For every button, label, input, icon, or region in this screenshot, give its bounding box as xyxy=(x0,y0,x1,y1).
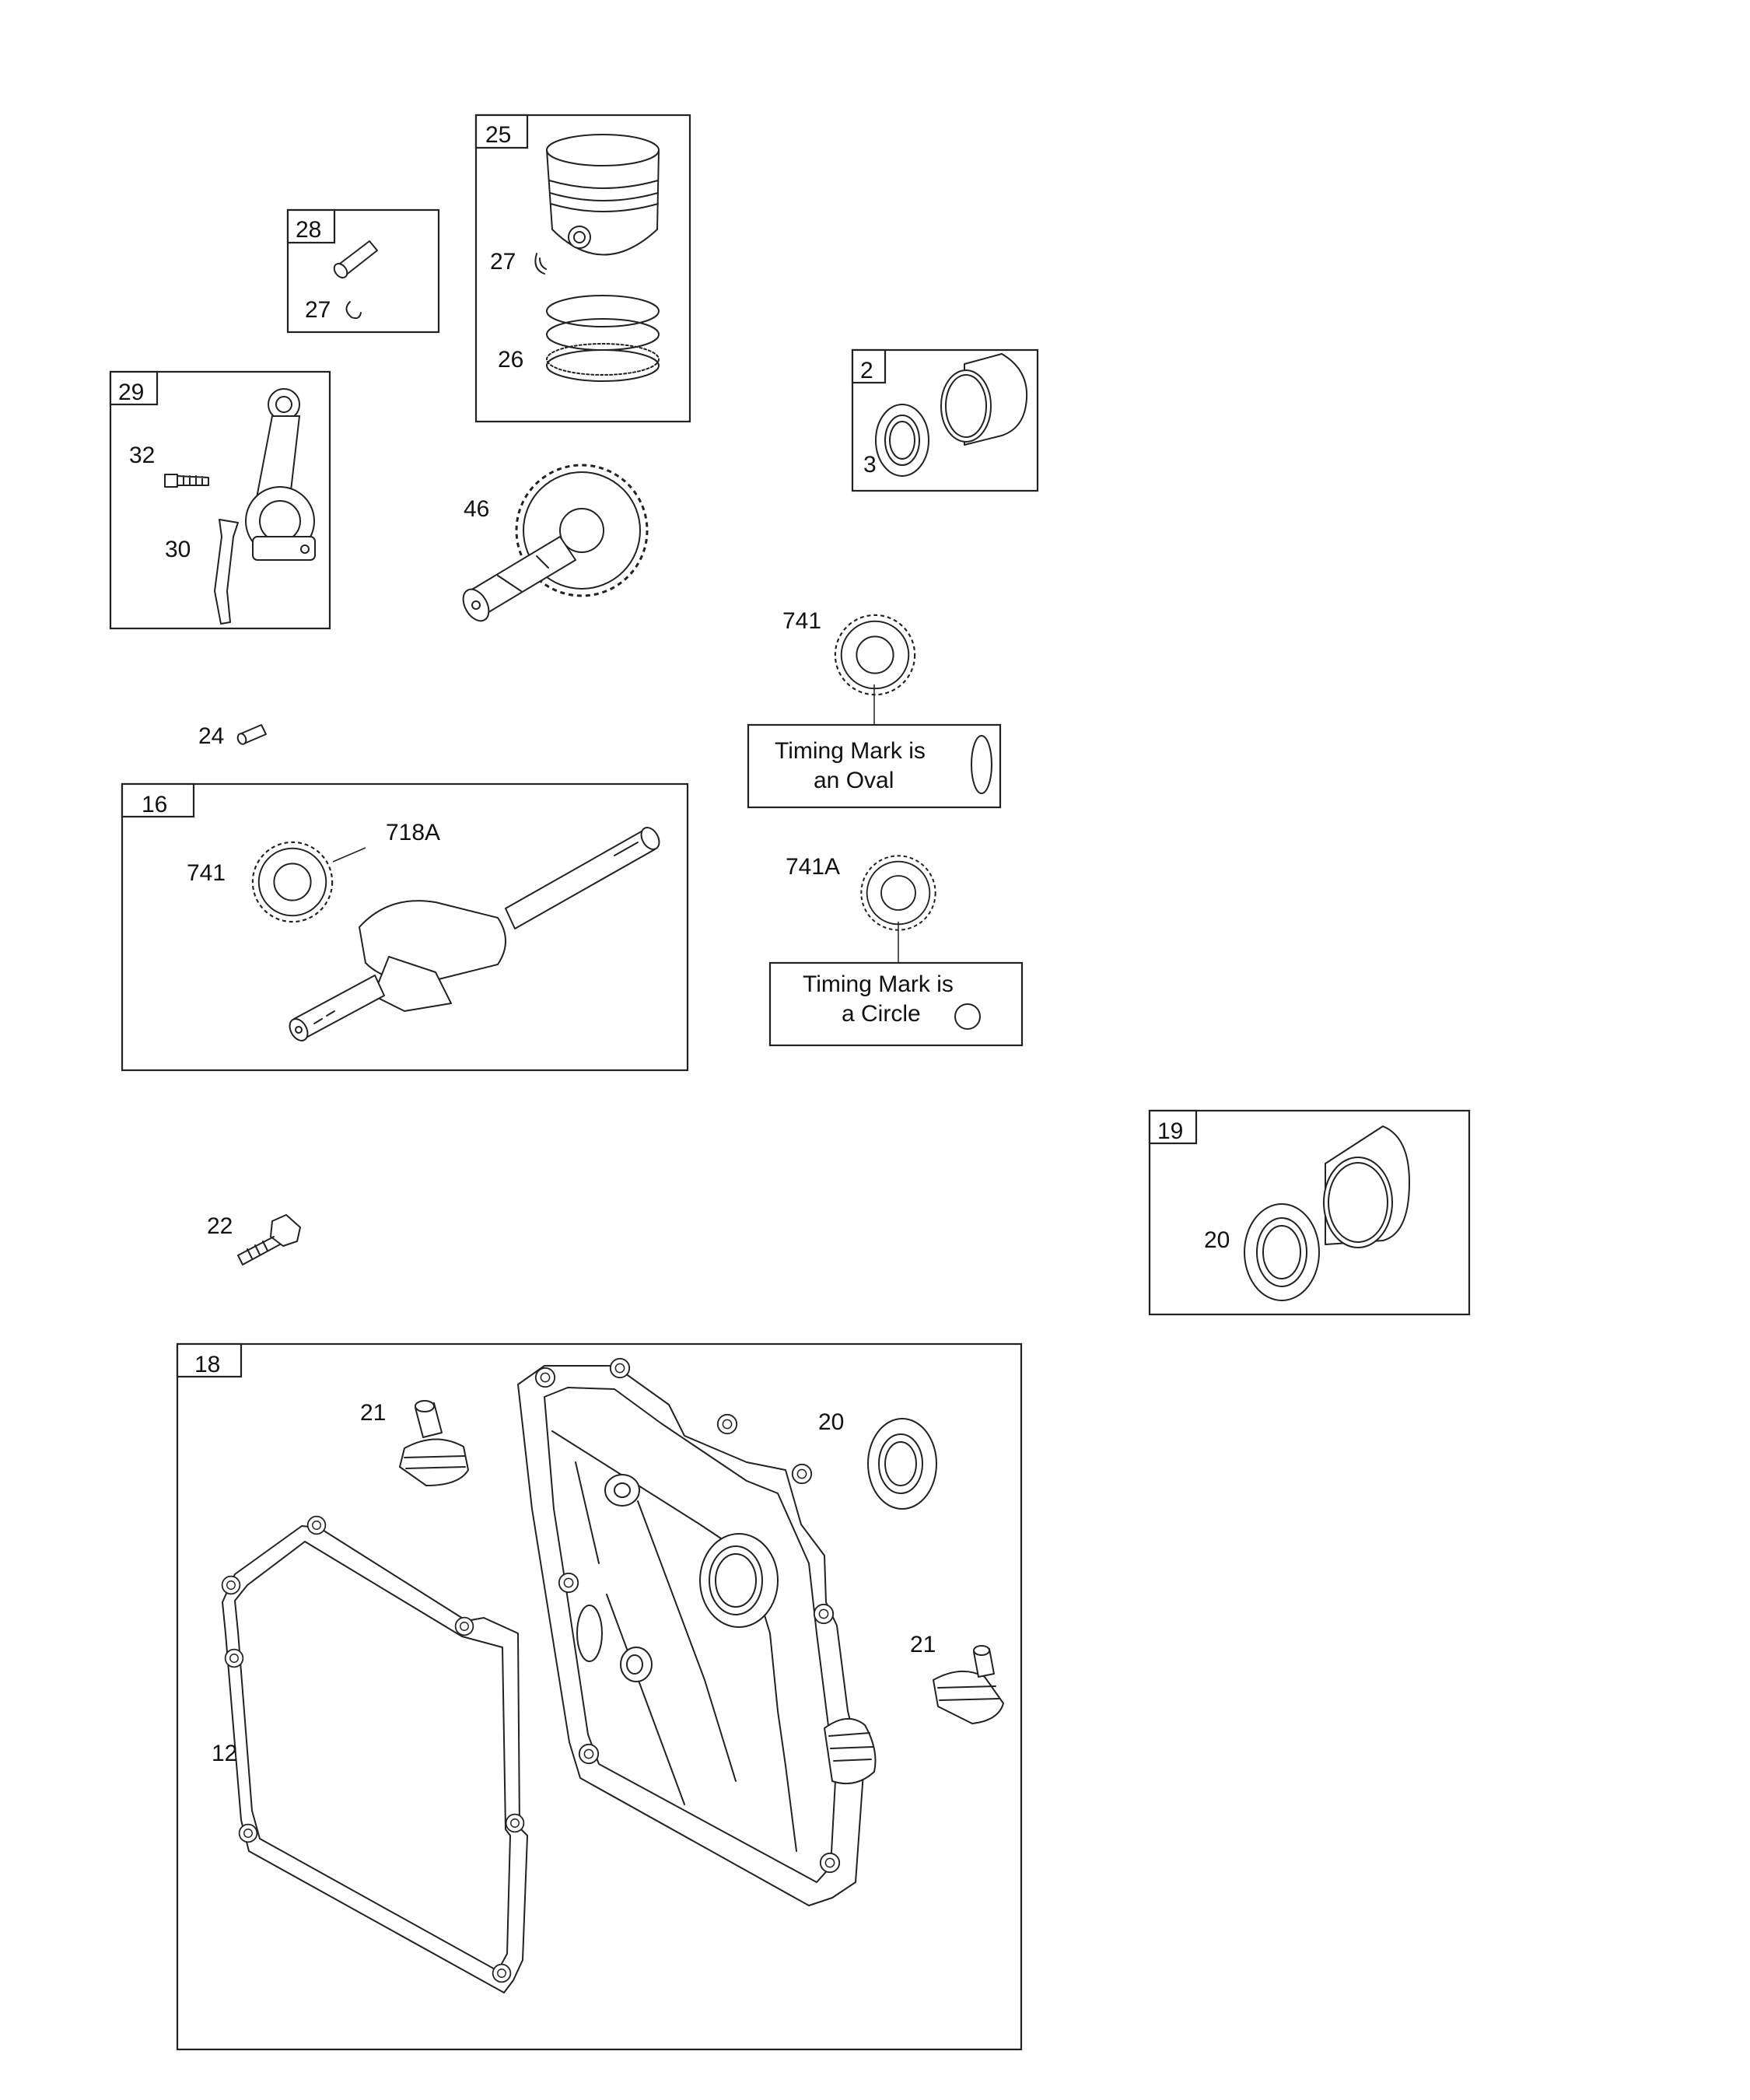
callout-30: 30 xyxy=(165,537,191,562)
oval-mark-icon xyxy=(971,735,992,794)
callout-741-top: 741 xyxy=(782,608,821,634)
callout-29: 29 xyxy=(118,380,144,405)
crankcase-cover-tag xyxy=(176,1342,243,1378)
crankshaft-part xyxy=(289,827,660,1041)
callout-21-b: 21 xyxy=(910,1632,936,1657)
oil-dipper-part xyxy=(214,519,239,625)
camshaft-part-group: 46 xyxy=(462,464,649,622)
callout-16: 16 xyxy=(142,792,167,817)
crankshaft-tag xyxy=(121,782,195,818)
crankcase-cover-group: 18 21 20 12 xyxy=(176,1342,1023,2051)
timing-note-oval-line1: Timing Mark is xyxy=(775,738,926,764)
pin-clip-part xyxy=(345,301,362,320)
callout-28: 28 xyxy=(296,217,321,243)
gasket-part xyxy=(221,1515,528,1993)
callout-22: 22 xyxy=(207,1213,233,1239)
piston-pin-part xyxy=(333,240,378,278)
bolt-part xyxy=(237,1214,301,1265)
timing-note-circle-box xyxy=(768,961,1024,1047)
callout-2: 2 xyxy=(860,358,873,383)
bearing-seal-tag xyxy=(851,348,887,384)
piston-pin-group: 28 27 xyxy=(286,208,440,334)
crank-gear-741-part xyxy=(251,841,334,923)
piston-clip-part xyxy=(534,253,547,275)
connecting-rod-group: 29 32 30 xyxy=(109,370,331,630)
dowel-pin-part xyxy=(236,724,267,745)
seal-20-part xyxy=(1244,1203,1320,1301)
piston-assembly-box xyxy=(474,114,691,423)
callout-26: 26 xyxy=(498,347,523,373)
crankcase-cover-part xyxy=(517,1357,877,1906)
bearing-19-sleeve-part xyxy=(1323,1125,1410,1248)
seal-20-cover-part xyxy=(867,1418,937,1510)
bearing-seal-box xyxy=(851,348,1039,492)
bearing-seal-19-box xyxy=(1148,1109,1471,1316)
callout-718A: 718A xyxy=(386,820,440,845)
timing-gear-circle-group: 741A Timing Mark is a Circle xyxy=(768,854,1024,1047)
crankshaft-group: 16 718A 741 xyxy=(121,782,689,1072)
callout-24: 24 xyxy=(198,723,224,749)
connecting-rod-box xyxy=(109,370,331,630)
timing-gear-741A-part xyxy=(860,855,936,931)
bearing-seal-19-tag xyxy=(1148,1109,1198,1145)
camshaft-part xyxy=(462,464,649,622)
timing-note-oval-box xyxy=(747,723,1002,809)
timing-gear-741-part xyxy=(834,614,916,696)
plug-21-a-part xyxy=(399,1400,469,1486)
callout-32: 32 xyxy=(129,443,155,468)
crankshaft-box xyxy=(121,782,689,1072)
bearing-sleeve-part xyxy=(940,353,1028,446)
callout-19: 19 xyxy=(1157,1118,1183,1144)
timing-note-oval-line2: an Oval xyxy=(814,768,894,793)
callout-741A: 741A xyxy=(786,854,840,880)
plug-21-b-part xyxy=(933,1645,1004,1724)
callout-3: 3 xyxy=(863,452,877,478)
circle-mark-icon xyxy=(954,1003,981,1030)
seal-part xyxy=(875,404,929,477)
callout-21-a: 21 xyxy=(360,1400,386,1426)
timing-gear-oval-group: 741 Timing Mark is an Oval xyxy=(747,608,1002,809)
connecting-rod-tag xyxy=(109,370,159,406)
piston-assembly-tag xyxy=(474,114,529,149)
piston-part xyxy=(546,134,660,256)
callout-46: 46 xyxy=(464,496,489,522)
piston-rings-part xyxy=(546,295,660,382)
dowel-pin-group: 24 xyxy=(198,723,267,749)
crankcase-cover-box xyxy=(176,1342,1023,2051)
timing-note-circle-line1: Timing Mark is xyxy=(803,971,954,997)
piston-pin-tag xyxy=(286,208,336,244)
callout-741-crank: 741 xyxy=(187,860,226,886)
callout-18: 18 xyxy=(194,1352,220,1377)
callout-25: 25 xyxy=(485,122,511,148)
callout-20-seal: 20 xyxy=(1204,1227,1230,1253)
rod-bolt-part xyxy=(164,474,209,488)
piston-pin-box xyxy=(286,208,440,334)
timing-note-circle-line2: a Circle xyxy=(842,1001,921,1027)
callout-20-cover: 20 xyxy=(818,1409,844,1435)
callout-27-piston: 27 xyxy=(490,249,516,275)
connecting-rod-part xyxy=(245,388,316,561)
callout-27-pin: 27 xyxy=(305,297,331,323)
bearing-seal-group: 2 3 xyxy=(851,348,1039,492)
bolt-group: 22 xyxy=(207,1213,301,1265)
bearing-seal-19-group: 19 20 xyxy=(1148,1109,1471,1316)
callout-12: 12 xyxy=(212,1741,237,1766)
piston-assembly-group: 25 27 26 xyxy=(474,114,691,423)
